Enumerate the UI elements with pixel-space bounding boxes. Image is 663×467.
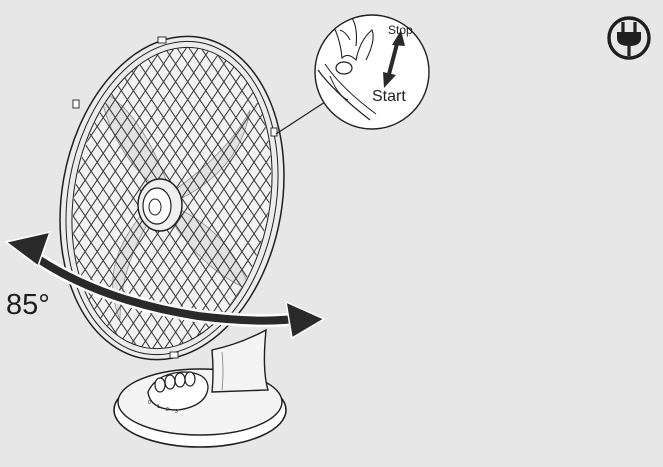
power-plug-icon <box>609 18 649 58</box>
speed-button-3[interactable] <box>185 372 195 386</box>
fan-hub <box>138 179 182 231</box>
arrow-head-right <box>286 302 324 338</box>
oscillation-knob[interactable] <box>336 62 352 74</box>
speed-label-2: 2 <box>166 407 169 413</box>
speed-label-0: 0 <box>148 400 151 406</box>
speed-button-1[interactable] <box>165 375 175 389</box>
oscillation-angle-label: 85° <box>6 289 50 321</box>
stop-label: Stop <box>388 23 413 37</box>
speed-label-3: 3 <box>175 409 178 415</box>
fan-neck <box>212 330 268 392</box>
speed-label-1: 1 <box>157 404 160 410</box>
speed-button-0[interactable] <box>155 378 165 392</box>
speed-button-2[interactable] <box>175 373 185 387</box>
start-label: Start <box>372 88 406 105</box>
oscillation-knob-callout: Stop Start <box>276 15 429 134</box>
